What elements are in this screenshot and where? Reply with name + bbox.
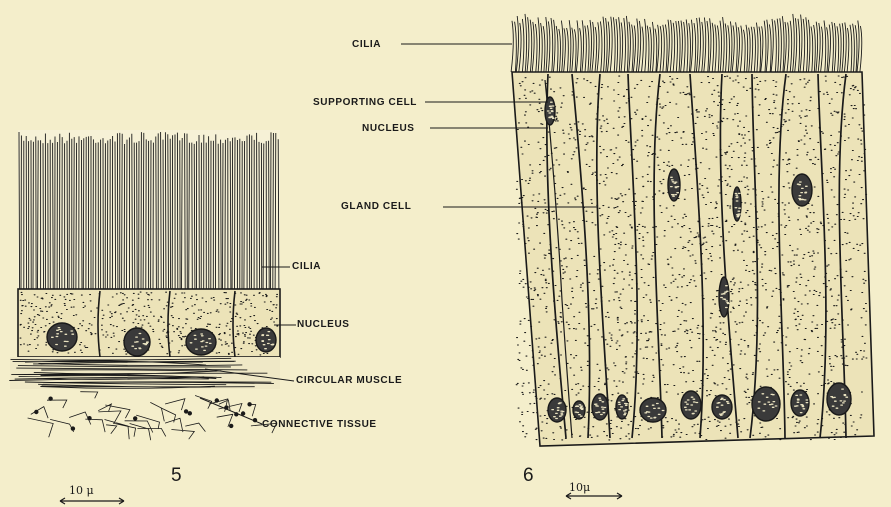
fig5-nucleus xyxy=(47,323,77,351)
fig6-basal-nucleus xyxy=(827,383,851,415)
fig6-nucleus-label: NUCLEUS xyxy=(362,123,415,135)
fig6-basal-nucleus xyxy=(573,401,585,419)
fig6-basal-nucleus xyxy=(752,387,780,421)
fig5-number: 5 xyxy=(171,466,182,486)
fig5-connective-tissue-label: CONNECTIVE TISSUE xyxy=(262,419,377,431)
fig5-cilia xyxy=(18,130,280,290)
fig5-connective-tissue xyxy=(28,392,277,441)
fig6-nucleus xyxy=(792,174,812,206)
fig6-nucleus xyxy=(733,187,741,221)
fig6-basal-nucleus xyxy=(791,390,809,416)
figure-6-glandular-epithelium xyxy=(511,14,874,446)
fig5-nucleus xyxy=(124,328,150,356)
fig5-scale-label: 10 μ xyxy=(69,485,94,497)
scale-bars xyxy=(60,493,622,504)
fig6-supporting-cell-nucleus xyxy=(545,97,555,125)
fig6-gland-cells xyxy=(512,72,874,446)
fig6-basal-nucleus xyxy=(548,398,566,422)
fig6-supporting-cell-label: SUPPORTING CELL xyxy=(313,97,417,109)
fig6-gland-cell-label: GLAND CELL xyxy=(341,201,411,213)
fig5-cilia-label: CILIA xyxy=(292,261,321,273)
fig6-cilia xyxy=(511,14,862,72)
fig6-basal-nucleus xyxy=(592,394,608,420)
fig6-nucleus xyxy=(668,169,680,201)
fig6-basal-nucleus xyxy=(712,395,732,419)
fig6-cilia-label: CILIA xyxy=(352,39,381,51)
fig5-circular-muscle-label: CIRCULAR MUSCLE xyxy=(296,375,402,387)
fig6-basal-nucleus xyxy=(681,391,701,419)
fig5-nucleus xyxy=(256,328,276,352)
fig6-number: 6 xyxy=(523,466,534,486)
fig6-basal-nucleus xyxy=(640,398,666,422)
fig5-nucleus-label: NUCLEUS xyxy=(297,319,350,331)
figure-5-ciliated-epithelium xyxy=(9,130,280,440)
fig6-basal-nucleus xyxy=(616,395,628,419)
fig6-nucleus xyxy=(719,277,729,317)
fig5-nucleus xyxy=(186,329,216,355)
fig5-circular-muscle xyxy=(9,357,280,389)
fig6-scale-label: 10μ xyxy=(569,482,590,494)
